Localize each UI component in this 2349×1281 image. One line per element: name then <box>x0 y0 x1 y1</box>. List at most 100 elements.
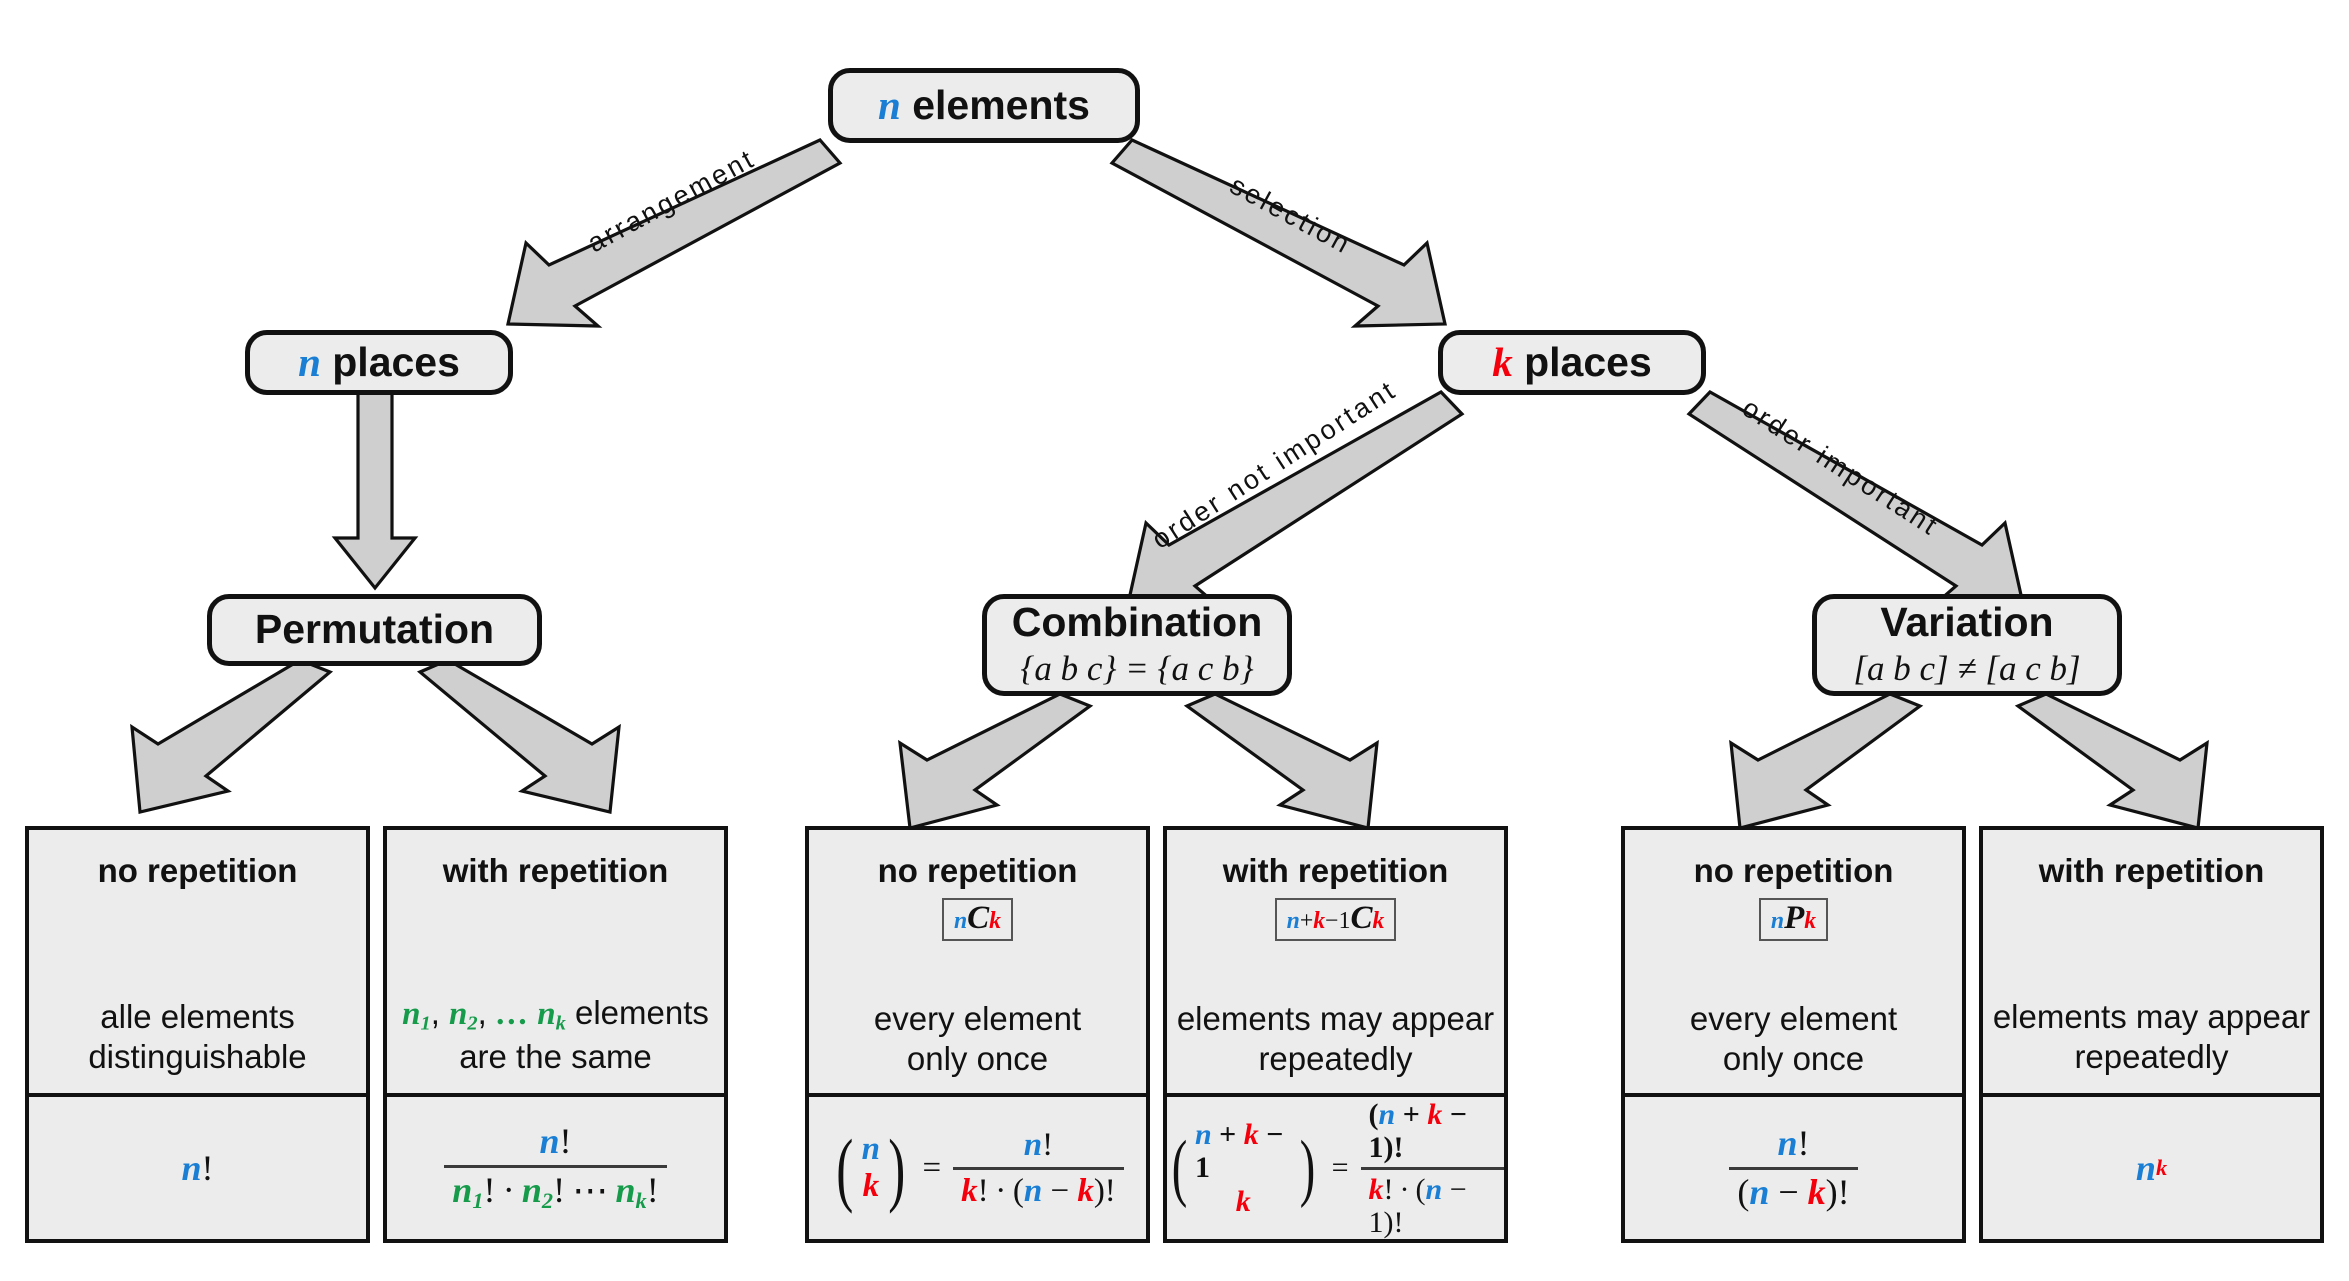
numerator: n! <box>1777 1122 1810 1163</box>
numerator: n! <box>539 1121 572 1162</box>
card-formula: n! n1! · n2! ⋯ nk! <box>387 1093 724 1239</box>
arrow-variation-withrep <box>2014 692 2209 831</box>
card-description: every element only once <box>1625 999 1962 1080</box>
symbol-C: C <box>967 900 990 936</box>
binomial-coefficient: ( n + k − 1 k ) <box>1167 1118 1320 1219</box>
card-head: no repetition <box>877 852 1078 889</box>
arrow-permutation-norep <box>130 658 334 814</box>
card-description: elements may appear repeatedly <box>1167 999 1504 1080</box>
symbol-n: n <box>1770 908 1785 934</box>
fraction: n! n1! · n2! ⋯ nk! <box>444 1121 667 1214</box>
notation-badge-npluskminus1Ck: n+k−1Ck <box>1274 898 1397 941</box>
symbol-k: k <box>862 1168 880 1204</box>
symbol-n: n <box>181 1148 202 1188</box>
equals-sign: = <box>1331 1151 1349 1184</box>
card-formula: ( n k ) = n! k! · (n − k)! <box>809 1093 1146 1239</box>
equals-sign: = <box>922 1149 942 1186</box>
node-combination[interactable]: Combination {a b c} = {a c b} <box>982 594 1292 696</box>
card-desc-line1: n1, n2, … nk elements <box>387 993 724 1037</box>
symbol-k: k <box>1372 908 1385 934</box>
symbol-k: k <box>1235 1184 1251 1218</box>
symbol-n: n <box>861 1131 881 1168</box>
card-desc-line2: repeatedly <box>1258 1039 1413 1077</box>
binom-top: n + k − 1 <box>1194 1117 1284 1185</box>
card-description: n1, n2, … nk elements are the same <box>387 993 724 1077</box>
symbol-n: n <box>953 908 968 934</box>
right-paren: ) <box>1299 1126 1315 1209</box>
symbol-n: n <box>878 81 901 128</box>
numerator: n! <box>1023 1127 1054 1164</box>
arrow-arrangement <box>506 138 843 328</box>
card-desc-line1: elements may appear <box>1176 999 1495 1037</box>
fraction: n! (n − k)! <box>1729 1122 1858 1213</box>
card-desc-line1: elements may appear <box>1992 997 2311 1035</box>
card-desc-line1: every element <box>1689 999 1898 1037</box>
card-head: with repetition <box>1222 852 1449 889</box>
card-head: no repetition <box>1693 852 1894 889</box>
node-variation[interactable]: Variation [a b c] ≠ [a c b] <box>1812 594 2122 696</box>
fraction: (n + k − 1)! k! · (n − 1)! <box>1360 1097 1504 1239</box>
left-paren: ( <box>836 1122 854 1214</box>
arrow-nplaces-permutation <box>331 390 419 591</box>
edge-label-order-important: order important <box>1737 392 1945 542</box>
edge-label-order-not-important: order not important <box>1146 374 1403 555</box>
edge-label-selection: selection <box>1225 169 1357 260</box>
notation-badge-nCk: nCk <box>941 898 1014 941</box>
symbol-C: C <box>1350 900 1373 936</box>
card-head: no repetition <box>97 852 298 889</box>
node-n-elements[interactable]: n elements <box>828 68 1140 143</box>
node-k-places[interactable]: k places <box>1438 330 1706 395</box>
arrow-variation-norep <box>1729 692 1924 831</box>
node-n-places-rest: places <box>320 338 460 385</box>
denominator: n1! · n2! ⋯ nk! <box>444 1164 667 1214</box>
symbol-k: k <box>1492 338 1513 385</box>
node-n-places[interactable]: n places <box>245 330 513 395</box>
card-variation-with-repetition[interactable]: with repetition elements may appear repe… <box>1979 826 2324 1243</box>
symbol-P: P <box>1784 900 1805 936</box>
symbol-n2: n2 <box>449 996 478 1035</box>
symbol-n: n <box>2135 1148 2156 1188</box>
arrow-permutation-withrep <box>416 658 621 814</box>
card-head: with repetition <box>442 852 669 889</box>
denominator: (n − k)! <box>1729 1166 1858 1213</box>
right-paren: ) <box>888 1122 906 1214</box>
symbol-n: n <box>298 338 321 385</box>
symbol-k: k <box>1804 908 1817 934</box>
binom-stack: n + k − 1 k <box>1192 1118 1295 1219</box>
node-variation-title: Variation <box>1880 598 2054 645</box>
node-k-places-rest: places <box>1512 338 1652 385</box>
node-combination-sub: {a b c} = {a c b} <box>1020 649 1254 689</box>
arrow-selection <box>1109 138 1447 328</box>
card-combination-with-repetition[interactable]: with repetition n+k−1Ck elements may app… <box>1163 826 1508 1243</box>
card-desc-line2: only once <box>1722 1039 1865 1077</box>
notation-badge-nPk: nPk <box>1758 898 1829 941</box>
card-desc-line1: alle elements <box>100 997 295 1035</box>
node-n-places-title: n places <box>298 338 460 385</box>
node-k-places-title: k places <box>1492 338 1652 385</box>
symbol-k-exponent: k <box>2155 1155 2168 1180</box>
card-desc-line2: repeatedly <box>2074 1037 2229 1075</box>
card-description: every element only once <box>809 999 1146 1080</box>
edge-label-arrangement: arrangement <box>582 143 761 259</box>
card-upper: no repetition nPk every element only onc… <box>1625 830 1962 1093</box>
card-permutation-no-repetition[interactable]: no repetition alle elements distinguisha… <box>25 826 370 1243</box>
symbol-nk: nk <box>537 996 566 1035</box>
arrow-order-important <box>1686 389 2025 608</box>
node-n-elements-title: n elements <box>878 81 1090 128</box>
card-head: with repetition <box>2038 852 2265 889</box>
node-permutation[interactable]: Permutation <box>207 594 542 666</box>
card-formula: n! (n − k)! <box>1625 1093 1962 1239</box>
card-desc-line2: only once <box>906 1039 1049 1077</box>
notation-subscript: n+k−1 <box>1286 908 1351 934</box>
card-formula: ( n + k − 1 k ) = (n + k − 1)! k! · (n −… <box>1167 1093 1504 1239</box>
card-permutation-with-repetition[interactable]: with repetition n1, n2, … nk elements ar… <box>383 826 728 1243</box>
card-variation-no-repetition[interactable]: no repetition nPk every element only onc… <box>1621 826 1966 1243</box>
card-upper: with repetition n+k−1Ck elements may app… <box>1167 830 1504 1093</box>
denominator: k! · (n − 1)! <box>1360 1166 1504 1239</box>
numerator: (n + k − 1)! <box>1368 1097 1467 1164</box>
card-combination-no-repetition[interactable]: no repetition nCk every element only onc… <box>805 826 1150 1243</box>
card-upper: no repetition alle elements distinguisha… <box>29 830 366 1093</box>
card-upper: with repetition n1, n2, … nk elements ar… <box>387 830 724 1093</box>
